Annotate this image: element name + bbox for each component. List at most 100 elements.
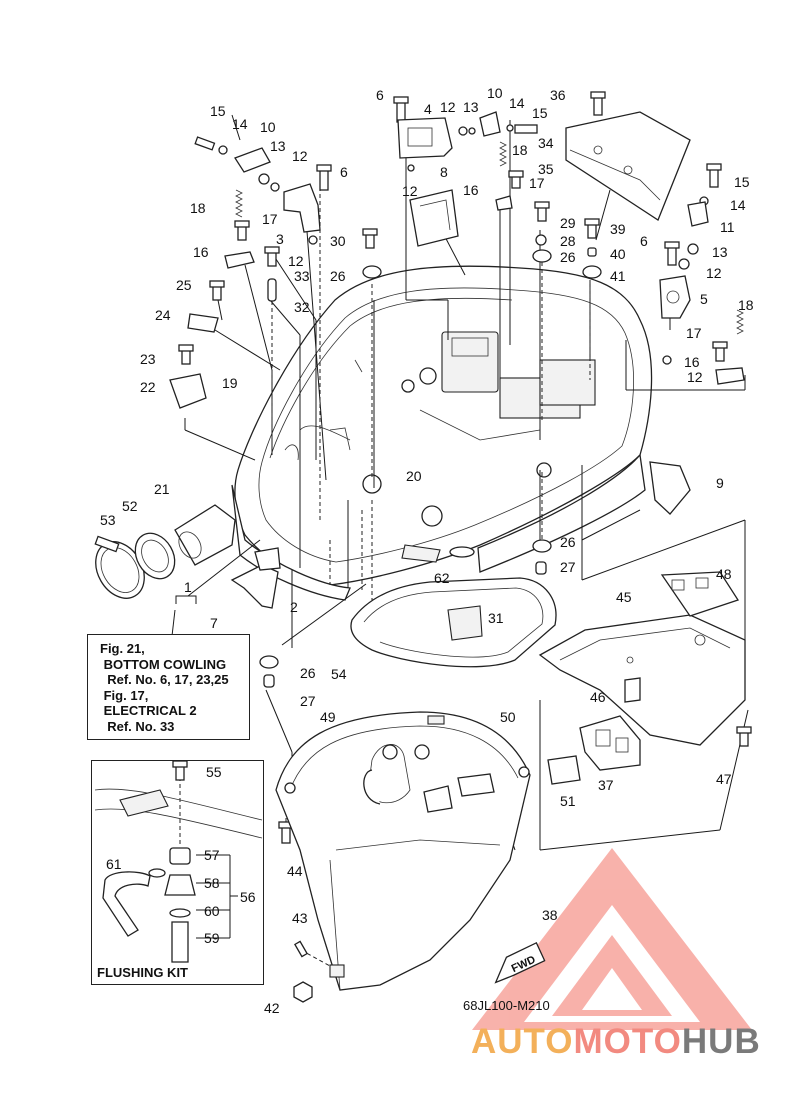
callout-14c: 14 [730, 197, 746, 213]
callout-15b: 15 [532, 105, 548, 121]
callout-58: 58 [204, 875, 220, 891]
callout-12a: 12 [292, 148, 308, 164]
callout-62: 62 [434, 570, 450, 586]
callout-labels: 1 2 3 4 5 6 6 6 7 8 9 10 10 11 12 12 12 … [100, 85, 754, 1016]
callout-53: 53 [100, 512, 116, 528]
flushing-kit-box [91, 760, 264, 985]
callout-26a: 26 [330, 268, 346, 284]
callout-13a: 13 [270, 138, 286, 154]
callout-12f: 12 [687, 369, 703, 385]
springs [235, 141, 744, 335]
callout-17b: 17 [529, 175, 545, 191]
callout-29: 29 [560, 215, 576, 231]
callout-16c: 16 [684, 354, 700, 370]
latches [169, 111, 745, 409]
callout-46: 46 [590, 689, 606, 705]
front-fittings [94, 504, 236, 599]
callout-49: 49 [320, 709, 336, 725]
callout-4: 4 [424, 101, 432, 117]
note-line-5: ELECTRICAL 2 [100, 703, 197, 718]
note-line-4: Fig. 17, [100, 687, 149, 703]
cover-plate [565, 111, 691, 221]
callout-3: 3 [276, 231, 284, 247]
callout-38: 38 [542, 907, 558, 923]
callout-44: 44 [287, 863, 303, 879]
callout-37: 37 [598, 777, 614, 793]
callout-60: 60 [204, 903, 220, 919]
watermark-logo-triangle [472, 848, 752, 1030]
callout-27a: 27 [560, 559, 576, 575]
callout-50: 50 [500, 709, 516, 725]
callout-26c: 26 [560, 534, 576, 550]
callout-45: 45 [616, 589, 632, 605]
callout-20: 20 [406, 468, 422, 484]
callout-15a: 15 [210, 103, 226, 119]
callout-31: 31 [488, 610, 504, 626]
lower-brackets [538, 571, 746, 785]
callout-12b: 12 [288, 253, 304, 269]
callout-8: 8 [440, 164, 448, 180]
callout-10a: 10 [260, 119, 276, 135]
callout-52: 52 [122, 498, 138, 514]
note-line-3: Ref. No. 6, 17, 23,25 [100, 672, 229, 687]
callout-21: 21 [154, 481, 170, 497]
callout-22: 22 [140, 379, 156, 395]
callout-10b: 10 [487, 85, 503, 101]
callout-9: 9 [716, 475, 724, 491]
callout-11: 11 [720, 219, 735, 235]
callout-33: 33 [294, 268, 310, 284]
washers-grommets [218, 124, 709, 688]
callout-61: 61 [106, 856, 122, 872]
callout-16a: 16 [193, 244, 209, 260]
callout-39: 39 [610, 221, 626, 237]
watermark-text: AUTOMOTOHUB [471, 1022, 761, 1062]
callout-48: 48 [716, 566, 732, 582]
side-bracket [649, 461, 691, 515]
callout-56: 56 [240, 889, 256, 905]
watermark-part-auto: AUTO [471, 1022, 574, 1061]
drawing-code: 68JL100-M210 [463, 998, 550, 1013]
callout-43: 43 [292, 910, 308, 926]
callout-17a: 17 [262, 211, 278, 227]
callout-18a: 18 [190, 200, 206, 216]
lower-cowling-shell [275, 711, 531, 991]
callout-19: 19 [222, 375, 238, 391]
callout-1: 1 [184, 579, 192, 595]
callout-36: 36 [550, 87, 566, 103]
callout-6c: 6 [640, 233, 648, 249]
watermark-part-hub: HUB [681, 1022, 761, 1061]
callout-26b: 26 [560, 249, 576, 265]
pad-part [409, 189, 459, 247]
callout-6a: 6 [376, 87, 384, 103]
callout-55: 55 [206, 764, 222, 780]
callout-14a: 14 [232, 116, 248, 132]
callout-24: 24 [155, 307, 171, 323]
callout-7: 7 [210, 615, 218, 631]
callout-2: 2 [290, 599, 298, 615]
flushing-kit-parts [94, 788, 263, 963]
callout-5: 5 [700, 291, 708, 307]
callout-59: 59 [204, 930, 220, 946]
callout-30: 30 [330, 233, 346, 249]
callout-34: 34 [538, 135, 554, 151]
callout-15c: 15 [734, 174, 750, 190]
note-line-6: Ref. No. 33 [100, 718, 175, 734]
callout-23: 23 [140, 351, 156, 367]
callout-57: 57 [204, 847, 220, 863]
fwd-arrow [494, 941, 546, 984]
callout-35: 35 [538, 161, 554, 177]
callout-1-bracket [175, 595, 197, 604]
callout-12d: 12 [402, 183, 418, 199]
splash-shield [230, 564, 279, 609]
callout-17c: 17 [686, 325, 702, 341]
callout-6b: 6 [340, 164, 348, 180]
callout-51: 51 [560, 793, 576, 809]
flushing-kit-title: FLUSHING KIT [97, 965, 188, 980]
callout-42: 42 [264, 1000, 280, 1016]
callout-28: 28 [560, 233, 576, 249]
leader-lines [171, 114, 749, 851]
note-line-1: Fig. 21, [100, 641, 145, 656]
note-line-2: BOTTOM COWLING [100, 656, 227, 672]
callout-40: 40 [610, 246, 626, 262]
